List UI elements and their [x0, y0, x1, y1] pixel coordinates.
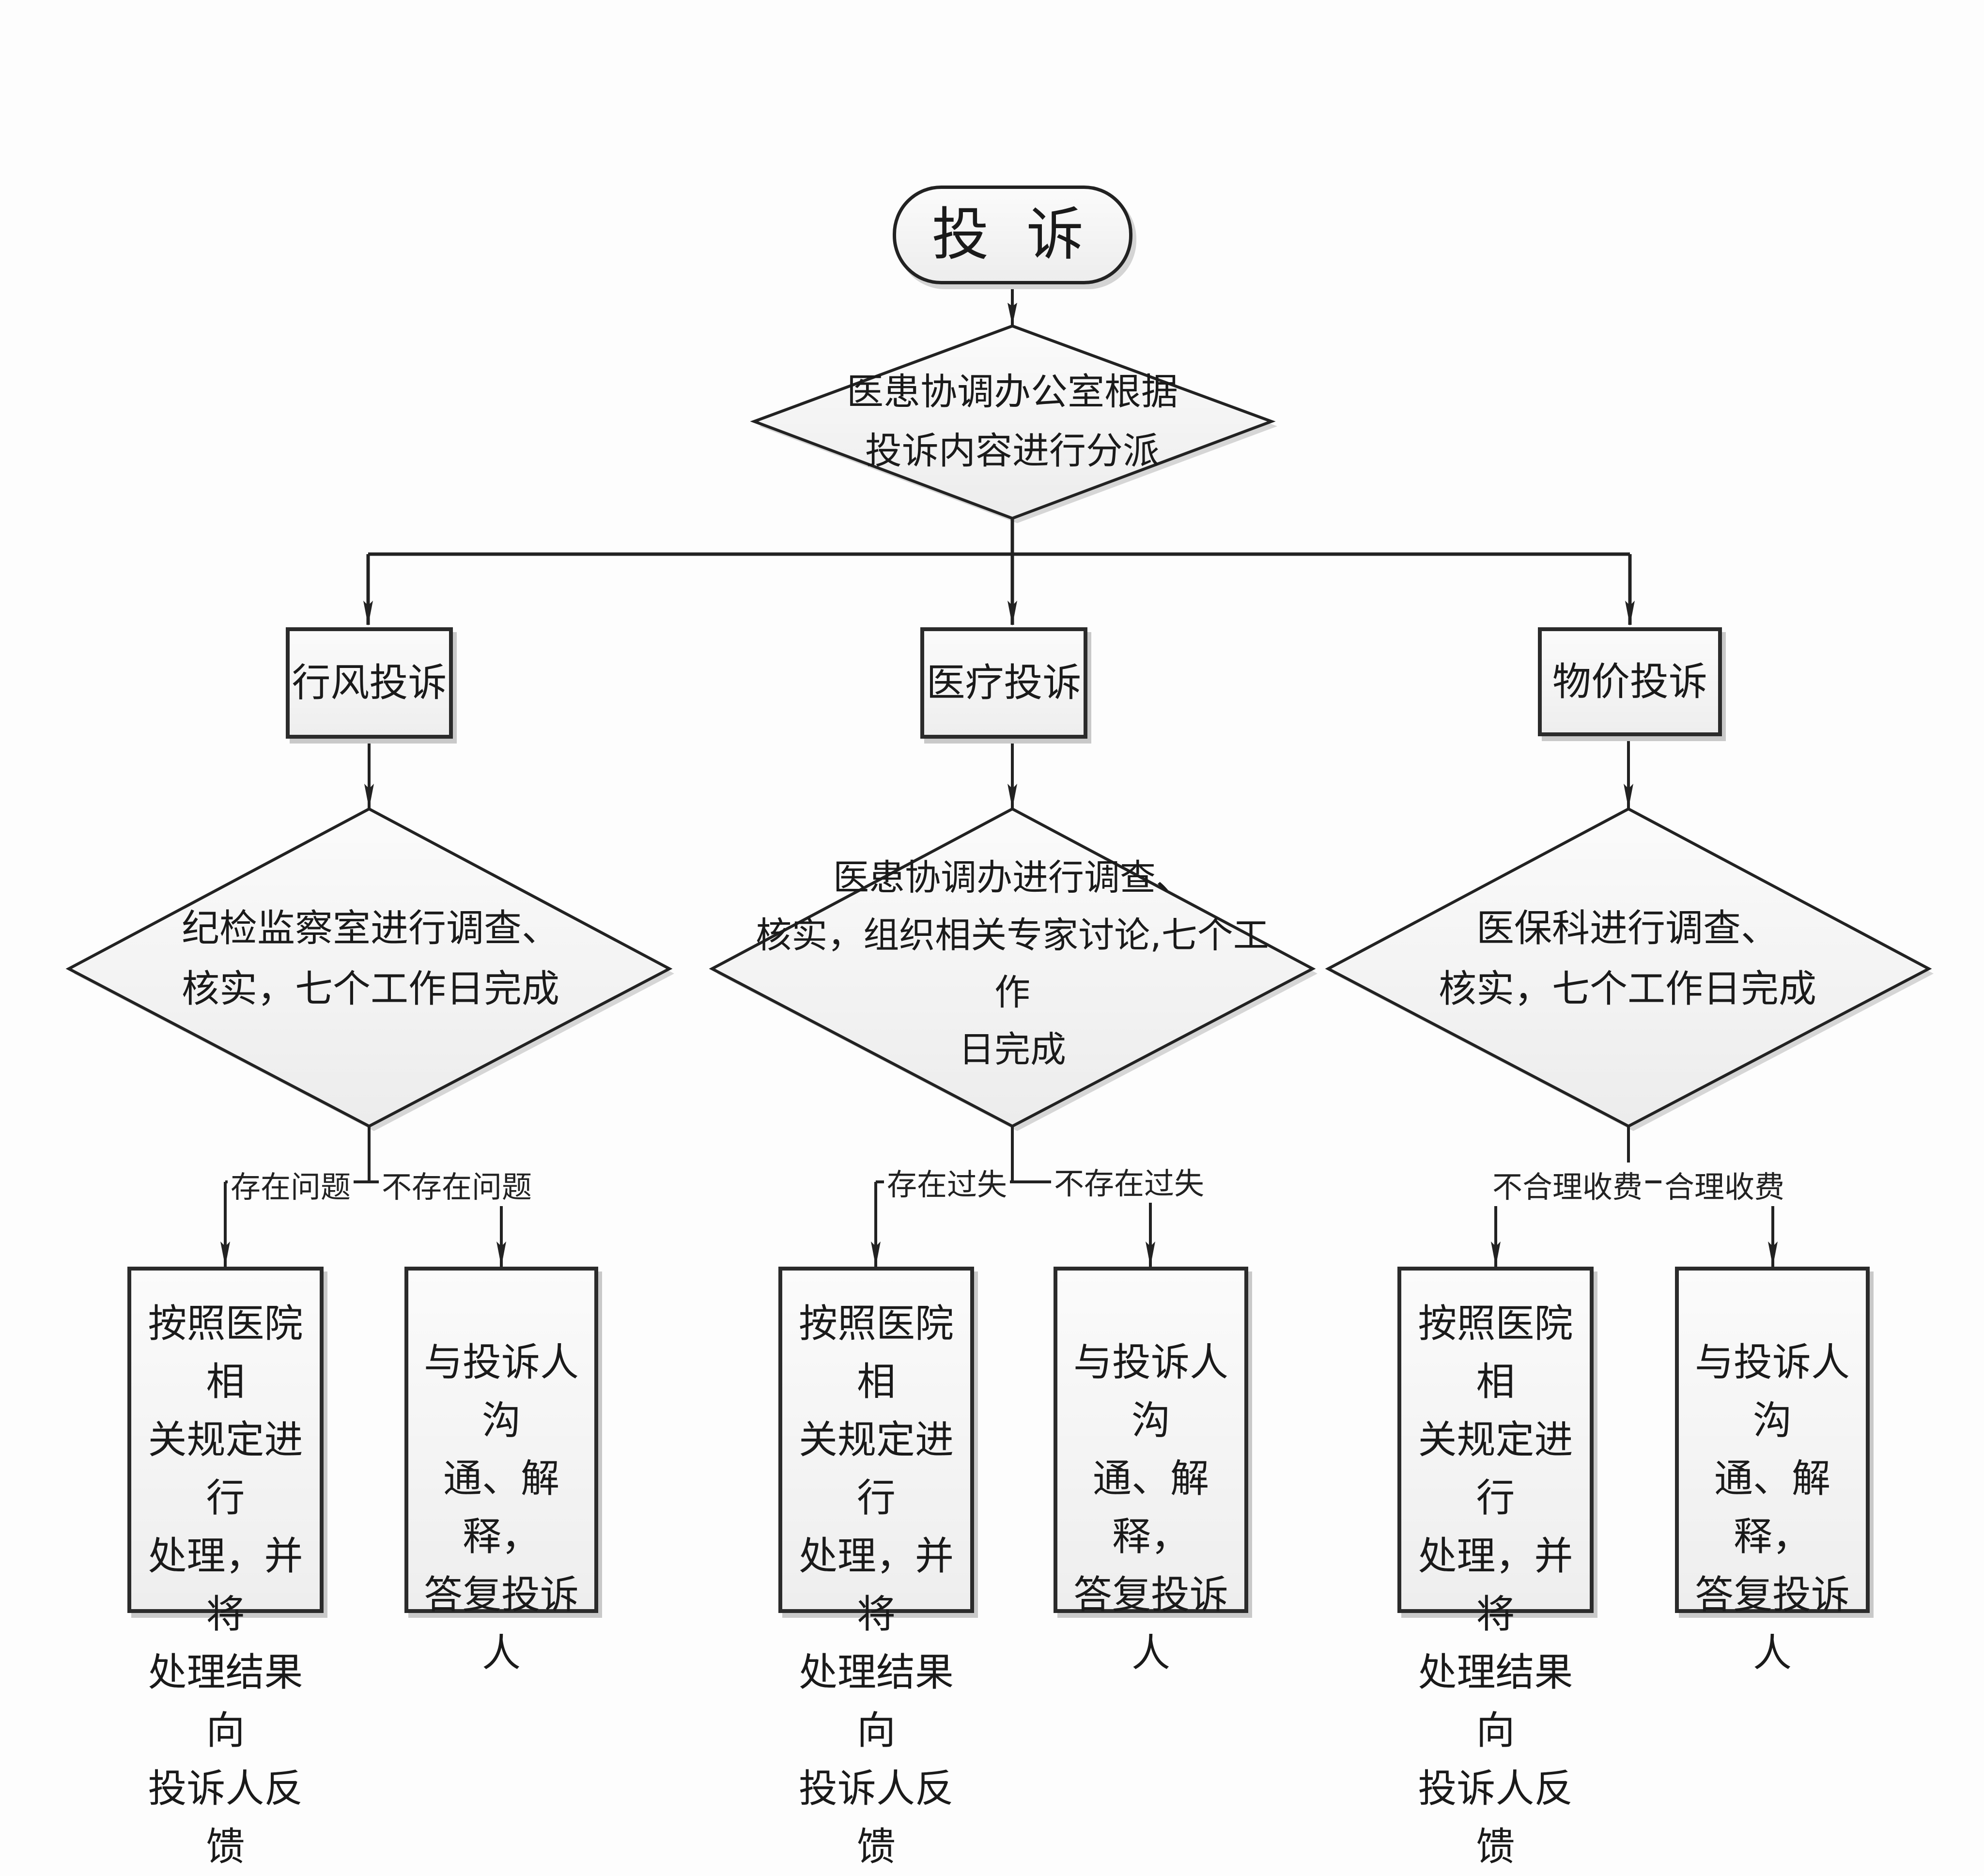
decision-label: 纪检监察室进行调查、 核实，七个工作日完成 [181, 907, 559, 1011]
start-label: 投 诉 [931, 201, 1094, 268]
arrow-head [1625, 601, 1635, 626]
category-label: 行风投诉 [292, 660, 447, 705]
arrow-head-yes [220, 1241, 230, 1267]
branch-label-no: 不存在过失 [1051, 1159, 1208, 1203]
arrow-head-no [1768, 1241, 1778, 1267]
arrow-head [1008, 303, 1017, 326]
decision-label: 医保科进行调查、 核实，七个工作日完成 [1438, 907, 1816, 1011]
category-box-pricing: 物价投诉 [1538, 627, 1722, 736]
decision-label: 医患协调办进行调查、 核实，组织相关专家讨论,七个工作 日完成 [756, 857, 1269, 1071]
action-box-communicate: 与投诉人沟 通、解释， 答复投诉人 [1054, 1267, 1248, 1675]
action-label: 与投诉人沟 通、解释， 答复投诉人 [1695, 1340, 1850, 1675]
action-label: 与投诉人沟 通、解释， 答复投诉人 [1073, 1340, 1228, 1675]
arrow-head [1008, 784, 1017, 809]
branch-label-yes: 不合理收费 [1489, 1163, 1646, 1206]
category-box-conduct: 行风投诉 [286, 627, 453, 739]
branch-label-no: 不存在问题 [379, 1163, 535, 1206]
category-label: 物价投诉 [1552, 659, 1707, 704]
arrow-head [1008, 601, 1017, 626]
arrow-head [364, 784, 374, 809]
action-box-communicate: 与投诉人沟 通、解释， 答复投诉人 [1675, 1267, 1870, 1675]
action-box-handle: 按照医院相 关规定进行 处理，并将 处理结果向 投诉人反馈 [778, 1267, 974, 1869]
flowchart-canvas [65, 286, 1934, 1267]
category-box-medical: 医疗投诉 [920, 627, 1087, 739]
arrow-head-no [496, 1241, 506, 1267]
action-label: 按照医院相 关规定进行 处理，并将 处理结果向 投诉人反馈 [799, 1301, 954, 1869]
branch-label-yes: 存在过失 [884, 1160, 1010, 1204]
arrow-head-yes [1491, 1241, 1501, 1267]
arrow-head [1624, 784, 1633, 809]
branch-label-no: 合理收费 [1661, 1163, 1788, 1206]
action-label: 与投诉人沟 通、解释， 答复投诉人 [424, 1340, 579, 1675]
action-label: 按照医院相 关规定进行 处理，并将 处理结果向 投诉人反馈 [1418, 1301, 1573, 1869]
action-box-communicate: 与投诉人沟 通、解释， 答复投诉人 [404, 1267, 598, 1675]
dispatch-bus [366, 518, 1632, 625]
action-label: 按照医院相 关规定进行 处理，并将 处理结果向 投诉人反馈 [148, 1301, 303, 1869]
arrow-head-no [1146, 1241, 1155, 1267]
action-box-handle: 按照医院相 关规定进行 处理，并将 处理结果向 投诉人反馈 [1397, 1267, 1594, 1869]
arrow-head-yes [871, 1241, 881, 1267]
arrow-head [363, 601, 373, 626]
branch-label-yes: 存在问题 [228, 1163, 354, 1206]
connector-decision-split [224, 1126, 503, 1267]
start-node: 投 诉 [893, 186, 1132, 284]
dispatch-label: 医患协调办公室根据 投诉内容进行分派 [847, 370, 1178, 472]
category-label: 医疗投诉 [926, 660, 1082, 705]
action-box-handle: 按照医院相 关规定进行 处理，并将 处理结果向 投诉人反馈 [127, 1267, 324, 1869]
connector-decision-split [874, 1126, 1152, 1267]
